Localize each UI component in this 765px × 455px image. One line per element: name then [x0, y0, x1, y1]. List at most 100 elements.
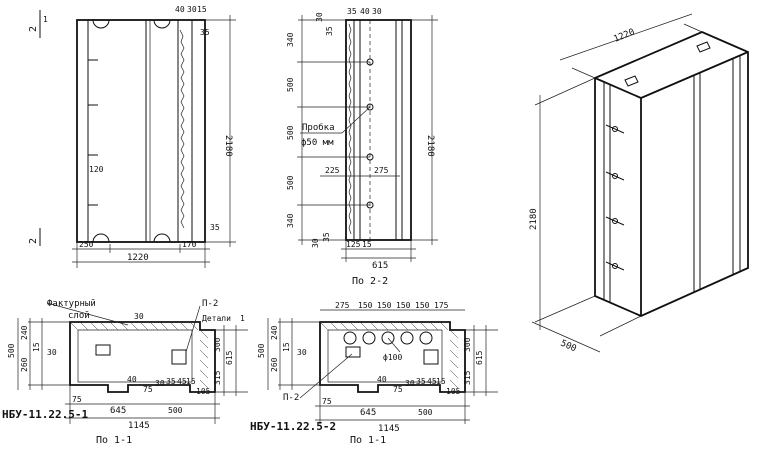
iso-view: 1220 2180 500	[529, 13, 749, 354]
sl-inner-dim-6: 15	[186, 377, 196, 386]
sr-left-small: 30	[297, 348, 307, 357]
front-top-dim-1: 40	[175, 5, 185, 14]
sr-part-label: П-2	[283, 393, 299, 403]
sr-top-dim-5: 150	[415, 301, 430, 310]
iso-plug-circle	[612, 218, 618, 224]
iso-plug	[605, 216, 625, 226]
side-mid-dim-2: 275	[374, 166, 389, 175]
void-circle	[400, 331, 414, 345]
iso-plug-marks	[605, 124, 625, 271]
facing-leader	[46, 302, 129, 326]
front-bottom-right: 35	[210, 223, 220, 232]
void-circle	[343, 331, 357, 345]
front-top-dim-2: 30	[187, 5, 197, 14]
sr-left-dim-4: 500	[257, 343, 266, 358]
front-right-end: 170	[182, 240, 197, 249]
side-vdim-5: 340	[286, 213, 295, 228]
side-bot-dim-1: 125	[346, 240, 361, 249]
section-mark-bottom: 2	[28, 238, 39, 244]
sl-right-dim-1: 300	[213, 337, 222, 352]
facing-hatch	[319, 321, 459, 389]
lifting-loop-bottom-left	[92, 233, 110, 243]
part-label-3: 1	[240, 314, 245, 323]
plug-diameter: ф50 мм	[301, 138, 334, 148]
section-right-caption: По 1-1	[350, 435, 386, 446]
side-vdim-1: 340	[286, 32, 295, 47]
sr-right-dim-3: 615	[475, 350, 484, 365]
front-view: 250 170 1220 120 35 35 40 30 15 2180 2 1…	[28, 5, 236, 268]
sl-left-dim-2: 15	[32, 342, 41, 352]
sr-inner-dim-6: 15	[436, 377, 446, 386]
iso-outline	[594, 31, 749, 317]
sl-left-small: 30	[47, 348, 57, 357]
side-top-dim-5: 30	[372, 7, 382, 16]
front-top-dim-3: 15	[197, 5, 207, 14]
plug-leader	[341, 106, 371, 134]
side-vdim-2: 500	[286, 77, 295, 92]
section-right-inner	[327, 329, 443, 383]
void-circle	[362, 331, 376, 345]
sr-right-dim-1: 300	[463, 337, 472, 352]
side-caption: По 2-2	[352, 276, 388, 287]
iso-plug	[605, 171, 625, 181]
section-right-mark: НБУ-11.22.5-2	[250, 420, 336, 433]
side-top-dim-1: 30	[315, 12, 324, 22]
side-view: 340 500 500 500 340 2180 Пробка ф50 мм 2…	[286, 7, 438, 287]
embedded-part-p2	[171, 349, 187, 365]
side-mid-dim-1: 225	[325, 166, 340, 175]
sr-inner-dim-5: 45	[427, 377, 437, 386]
section-left: 500 240 260 15 30 300 315 615 30 Фактурн…	[2, 299, 248, 446]
sr-right-dim-2: 315	[463, 370, 472, 385]
front-outline	[76, 19, 206, 243]
side-texture	[348, 23, 352, 235]
sr-top-dim-2: 150	[358, 301, 373, 310]
sl-right-dim-3: 615	[225, 350, 234, 365]
embedded-part-p2	[423, 349, 439, 365]
sl-inner-dim-2: 75	[143, 385, 153, 394]
sl-left-dim-1: 240	[20, 325, 29, 340]
front-width: 1220	[127, 253, 149, 263]
section-mark-top-sub: 1	[43, 15, 48, 24]
dim-ext	[599, 315, 642, 337]
sr-inner-dim-7: 105	[446, 387, 461, 396]
part-leader	[185, 305, 201, 353]
sr-left-dim-3: 260	[270, 357, 279, 372]
iso-plug-circle	[612, 263, 618, 269]
sl-inner-dim-3: 30	[155, 379, 165, 388]
front-left-end: 250	[79, 240, 94, 249]
iso-plug	[605, 124, 625, 134]
side-top-dim-4: 40	[360, 7, 370, 16]
sr-inner-dim-3: 30	[405, 379, 415, 388]
plug-label: Пробка	[302, 122, 335, 133]
side-vdim-4: 500	[286, 175, 295, 190]
side-bot-dim-2: 15	[362, 240, 372, 249]
dim-ext	[571, 67, 596, 79]
void-circle	[419, 331, 433, 345]
sl-bot-dim-4: 1145	[128, 421, 150, 431]
facing-texture	[179, 29, 185, 229]
iso-width: 1220	[612, 27, 636, 44]
sr-left-dim-1: 240	[270, 325, 279, 340]
dim-ext	[534, 295, 596, 323]
sr-inner-dim-4: 35	[416, 377, 426, 386]
side-top-dim-2: 35	[325, 26, 334, 36]
sr-bot-dim-3: 500	[418, 408, 433, 417]
sl-bot-dim-3: 500	[168, 406, 183, 415]
sr-top-dim-1: 275	[335, 301, 350, 310]
sl-inner-dim-7: 105	[196, 387, 211, 396]
section-left-inner	[77, 329, 193, 383]
front-inner-offset: 120	[89, 165, 104, 174]
dim-line-width	[559, 13, 693, 61]
sl-right-dim-2: 315	[213, 370, 222, 385]
sl-left-dim-4: 500	[7, 343, 16, 358]
lifting-loop-top-left	[92, 19, 110, 29]
sr-top-dim-3: 150	[377, 301, 392, 310]
embedded-part	[95, 344, 111, 356]
iso-edge	[594, 77, 642, 99]
hole-leader	[387, 337, 401, 353]
sl-inner-dim-5: 45	[177, 377, 187, 386]
sl-inner-dim-1: 40	[127, 375, 137, 384]
sr-inner-dim-1: 40	[377, 375, 387, 384]
